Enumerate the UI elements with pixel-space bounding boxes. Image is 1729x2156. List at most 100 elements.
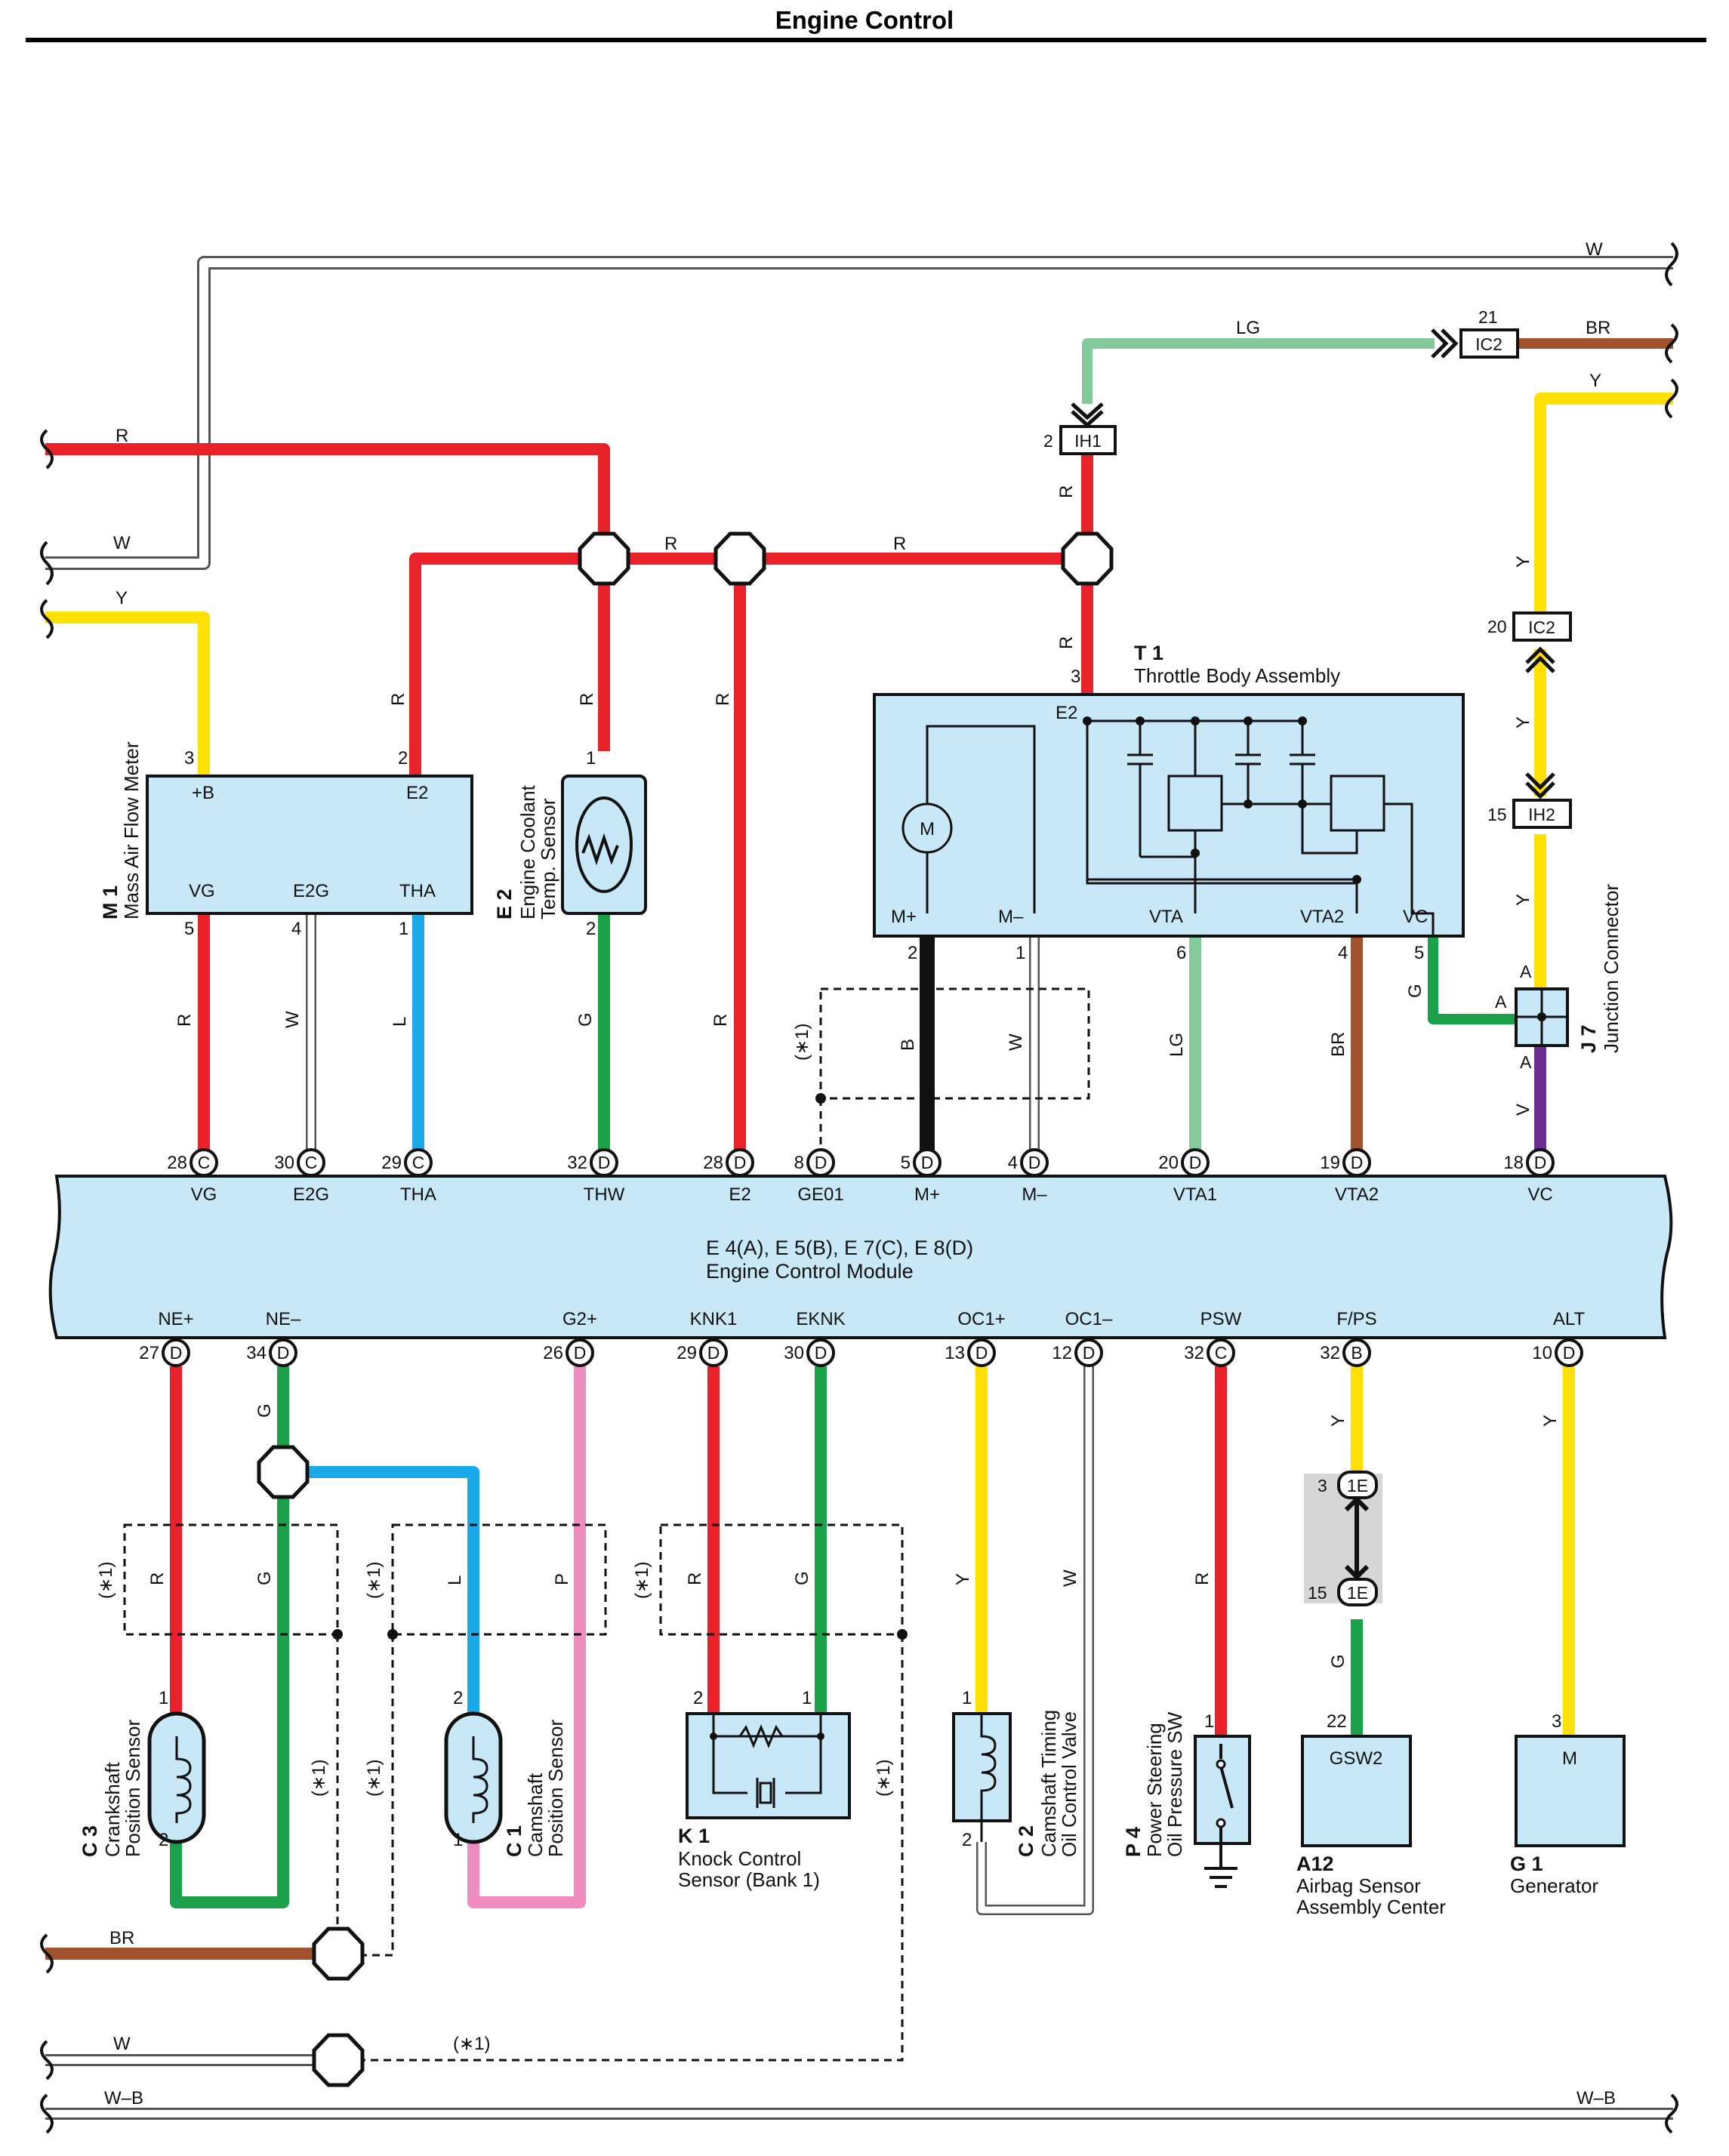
ecm-id: E 4(A), E 5(B), E 7(C), E 8(D): [706, 1237, 973, 1259]
c3-pin: 2: [159, 1830, 168, 1850]
label-r: R: [1056, 636, 1077, 649]
ecm-pin-number: 34: [246, 1343, 267, 1363]
a12-body: [1301, 1735, 1412, 1847]
coil-icon: [175, 1736, 192, 1823]
k1-name2: Sensor (Bank 1): [678, 1868, 820, 1891]
m1-pin: 3: [184, 748, 194, 768]
label-w: W: [1006, 1033, 1026, 1051]
ic2-mid-pin: 20: [1487, 617, 1507, 636]
ecm-terminal-name: NE+: [158, 1309, 193, 1329]
ecm-terminal-name: M–: [1022, 1184, 1047, 1205]
ecm-connector-letter: B: [1351, 1343, 1362, 1363]
ih2-label: IH2: [1528, 805, 1555, 824]
k1-name1: Knock Control: [678, 1847, 801, 1870]
p4-name2: Oil Pressure SW: [1163, 1711, 1186, 1857]
t1-term-vta: VTA: [1149, 907, 1183, 927]
wires: [45, 256, 1673, 2120]
a12-id: A12: [1296, 1853, 1334, 1875]
ecm-terminal-name: E2: [729, 1184, 750, 1205]
dots: [332, 1093, 908, 1640]
ecm-pin-number: 30: [274, 1153, 294, 1173]
label-y: Y: [953, 1573, 973, 1585]
ecm-connector-letter: C: [198, 1153, 211, 1172]
m1-term-b: +B: [192, 783, 214, 803]
k1-id: K 1: [678, 1825, 710, 1847]
label-r: R: [1192, 1572, 1213, 1585]
ecm-connector-letter: D: [1189, 1153, 1202, 1172]
e2-sensor-body: [561, 775, 647, 915]
ecm-pin-number: 5: [901, 1153, 911, 1173]
ecm-pin-number: 32: [1184, 1343, 1204, 1363]
t1-internal: [901, 719, 1435, 936]
bottom-component-labels: 1 2 C 3 Crankshaft Position Sensor 2 1 C…: [79, 1688, 1598, 1918]
ecm-pin-number: 29: [676, 1343, 697, 1363]
ecm-connector-letter: D: [277, 1343, 290, 1363]
ecm-pin-number: 28: [167, 1153, 187, 1173]
ecm-pin-number: 32: [1320, 1343, 1340, 1363]
ecm-terminal-name: VG: [191, 1184, 217, 1205]
label-g: G: [254, 1571, 275, 1585]
ih1-label: IH1: [1074, 431, 1102, 451]
ecm-pin-number: 26: [543, 1343, 563, 1363]
label-star: (∗1): [792, 1024, 812, 1061]
k1-pin: 2: [693, 1688, 703, 1708]
label-lg: LG: [1236, 318, 1260, 338]
label-w: W: [282, 1011, 303, 1028]
m1-term-vg: VG: [189, 881, 215, 901]
label-y: Y: [1540, 1415, 1561, 1427]
m1-pin: 5: [184, 919, 194, 939]
ecm-connector-letter: D: [1083, 1343, 1096, 1363]
j7-pin-a: A: [1520, 1052, 1532, 1072]
label-r: R: [664, 534, 677, 554]
ecm-connector-letter: D: [1563, 1343, 1576, 1363]
ecm-terminal-name: VTA2: [1335, 1184, 1379, 1205]
label-v: V: [1513, 1104, 1533, 1116]
c2-pin: 2: [962, 1830, 972, 1850]
coil-icon: [980, 1714, 997, 1842]
t1-term-mplus: M+: [891, 907, 917, 927]
ecm-connector-letter: D: [1028, 1153, 1041, 1172]
ecm-pin-number: 13: [945, 1343, 965, 1363]
label-g: G: [792, 1571, 812, 1585]
e1-top-pin: 3: [1318, 1476, 1327, 1495]
label-w: W: [1060, 1569, 1080, 1587]
ecm-name: Engine Control Module: [706, 1260, 914, 1283]
label-y: Y: [1513, 894, 1533, 906]
c3-name1: Crankshaft: [101, 1762, 124, 1857]
m1-pin: 4: [291, 919, 301, 939]
t1-pin: 3: [1071, 667, 1080, 687]
rotated-wire-labels: R R Y Y Y R R R R W L G R (∗1) B W LG BR…: [96, 485, 1561, 1797]
ecm-pin-number: 27: [139, 1343, 159, 1363]
wire-w-top: [45, 256, 1673, 570]
ecm-terminal-name: KNK1: [690, 1309, 738, 1329]
ic2-top-pin: 21: [1478, 307, 1498, 327]
ecm-connector-letter: C: [305, 1153, 318, 1172]
ecm-pin-number: 30: [784, 1343, 804, 1363]
m1-name: Mass Air Flow Meter: [120, 741, 143, 919]
m1-pin: 2: [398, 748, 408, 768]
a12-name1: Airbag Sensor: [1296, 1874, 1421, 1897]
t1-id: T 1: [1134, 642, 1163, 664]
e1-top-label: 1E: [1347, 1476, 1368, 1495]
ecm-terminal-name: VTA1: [1173, 1184, 1217, 1205]
wire-y-maf: [45, 611, 210, 776]
a12-term: GSW2: [1330, 1748, 1383, 1769]
label-g: G: [1328, 1654, 1348, 1668]
m1-labels: +B E2 VG E2G THA 3 2 5 4 1: [184, 748, 436, 939]
t1-nodes: [1083, 716, 1361, 884]
label-br: BR: [1328, 1032, 1348, 1057]
ecm-connector-letter: D: [574, 1343, 587, 1363]
c1-pin: 2: [453, 1688, 463, 1708]
ecm-pin-number: 28: [703, 1153, 723, 1173]
shield-lines: [123, 987, 1090, 2062]
ecm-terminal-name: E2G: [293, 1184, 329, 1205]
ecm-terminal-name: ALT: [1553, 1309, 1586, 1329]
page-title: Engine Control: [775, 6, 954, 34]
c1-name2: Position Sensor: [544, 1720, 567, 1857]
ic2-connector-mid: [1512, 611, 1572, 642]
title-rule: [26, 38, 1706, 42]
m1-term-e2: E2: [406, 783, 428, 803]
m1-term-e2g: E2G: [293, 881, 329, 901]
